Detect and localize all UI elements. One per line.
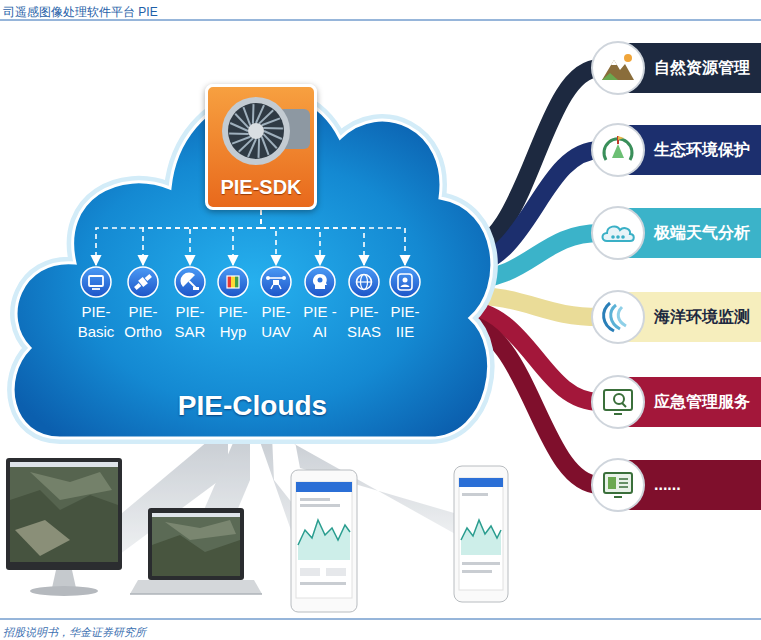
module-label: PIE -AI [298,302,342,341]
module-node: PIE- SAR [168,266,212,350]
module-icon [260,266,292,298]
module-label: PIE- UAV [254,302,298,341]
dashed-connector [261,210,320,265]
module-node: PIE- Basic [74,266,118,350]
application-icon [590,205,646,261]
dashed-connector [96,210,261,265]
caption-rule [0,619,761,620]
application-node: 生态环境保护 [590,120,761,180]
module-node: PIE- Hyp [211,266,255,350]
engine-illustration [208,87,314,173]
caption-wrap: 招股说明书，华金证券研究所 [3,622,146,640]
application-icon [590,40,646,96]
figure-title: 司遥感图像处理软件平台 PIE [3,5,158,19]
dashed-connector [143,210,261,265]
module-icon [174,266,206,298]
dashed-connector [261,210,276,265]
application-node: ...... [590,455,761,515]
title-wrap: 司遥感图像处理软件平台 PIE [3,2,158,21]
module-icon [389,266,421,298]
application-node: 极端天气分析 [590,203,761,263]
application-node: 应急管理服务 [590,372,761,432]
module-label: PIE- IIE [383,302,427,341]
module-node: PIE- IIE [383,266,427,350]
module-node: PIE- SIAS [342,266,386,350]
module-node: PIE- Ortho [121,266,165,350]
module-icon [304,266,336,298]
module-label: PIE- SIAS [342,302,386,341]
sdk-box: PIE-SDK [205,84,317,210]
tablet [291,470,357,612]
module-icon [217,266,249,298]
desktop-monitor [6,458,122,596]
module-node: PIE -AI [298,266,342,350]
application-icon [590,457,646,513]
module-node: PIE- UAV [254,266,298,350]
module-icon [80,266,112,298]
module-label: PIE- SAR [168,302,212,341]
laptop [130,508,262,594]
light-beams [66,436,478,560]
dashed-connector [261,210,405,265]
cloud-glow [13,92,492,438]
phone [454,466,508,602]
module-icon [348,266,380,298]
application-icon [590,374,646,430]
module-label: PIE- Ortho [121,302,165,341]
module-label: PIE- Hyp [211,302,255,341]
dashed-connector [261,210,364,265]
figure-caption: 招股说明书，华金证券研究所 [3,626,146,638]
cloud-body [13,92,492,438]
module-icon [127,266,159,298]
dashed-connector [190,210,261,265]
application-node: 自然资源管理 [590,38,761,98]
module-label: PIE- Basic [74,302,118,341]
cloud-platform: PIE-CloudsPIE-SDKPIE- BasicPIE- OrthoPIE… [0,28,505,448]
application-node: 海洋环境监测 [590,287,761,347]
application-icon [590,289,646,345]
application-icon [590,122,646,178]
title-rule [0,20,761,21]
sdk-label: PIE-SDK [208,176,314,199]
dashed-connector [233,210,261,265]
platform-title: PIE-Clouds [0,390,505,422]
